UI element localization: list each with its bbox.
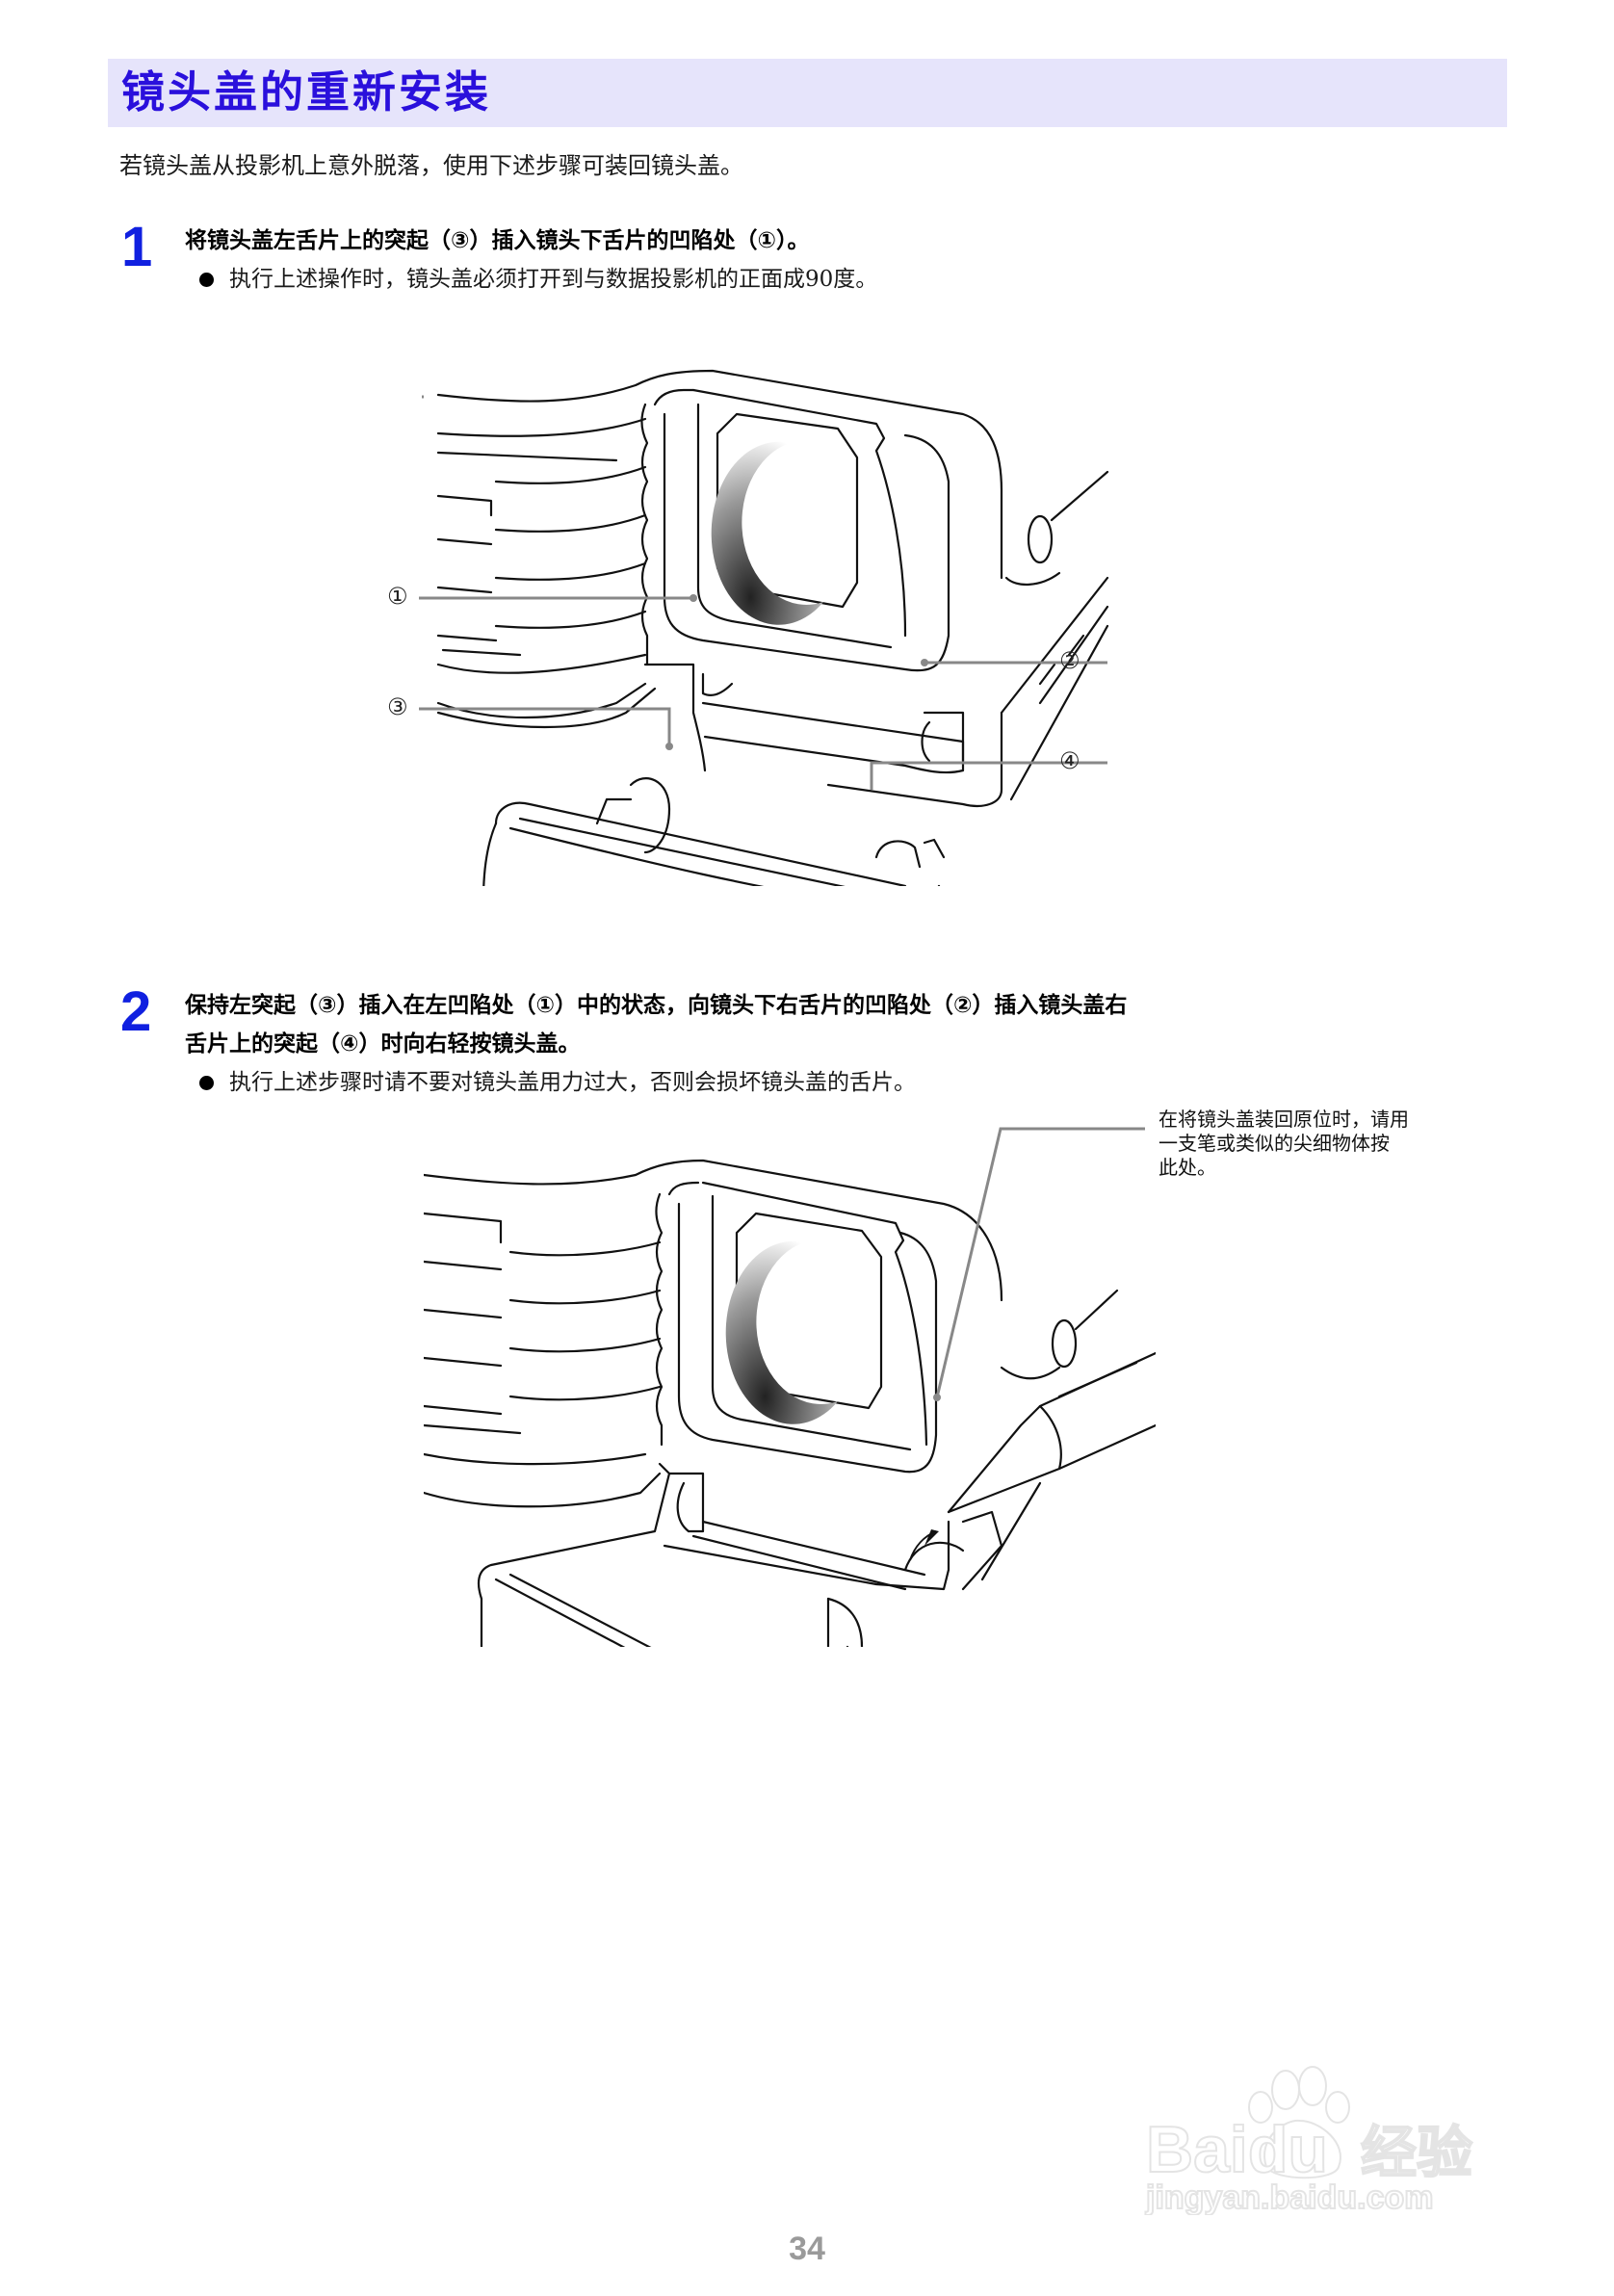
callout-label-4: ④ bbox=[1059, 747, 1080, 774]
watermark-brand: Baidu bbox=[1146, 2113, 1328, 2186]
bullet-icon bbox=[199, 272, 214, 287]
intro-paragraph: 若镜头盖从投影机上意外脱落，使用下述步骤可装回镜头盖。 bbox=[119, 152, 743, 179]
press-arrow-icon bbox=[924, 1529, 939, 1546]
step-2-number: 2 bbox=[120, 980, 152, 1043]
note-line-3: 此处。 bbox=[1158, 1156, 1216, 1179]
lens-icon bbox=[711, 441, 823, 625]
step-2-instruction-line-1: 保持左突起（③）插入在左凹陷处（①）中的状态，向镜头下右舌片的凹陷处（②）插入镜… bbox=[185, 993, 1128, 1018]
callout-label-2: ② bbox=[1059, 647, 1080, 674]
step-1-number: 1 bbox=[121, 216, 153, 278]
step-2-instruction-line-2: 舌片上的突起（④）时向右轻按镜头盖。 bbox=[185, 1031, 581, 1057]
figure-2-callout-line bbox=[933, 1127, 1145, 1401]
projector-illustration-2 bbox=[424, 1159, 1156, 1647]
lens-icon bbox=[725, 1240, 838, 1424]
step-1-bullet-text: 执行上述操作时，镜头盖必须打开到与数据投影机的正面成90度。 bbox=[229, 267, 878, 292]
watermark-url: jingyan.baidu.com bbox=[1145, 2179, 1433, 2215]
page-number: 34 bbox=[789, 2231, 825, 2267]
bullet-icon bbox=[199, 1075, 214, 1090]
press-arrow-curve bbox=[909, 1530, 937, 1561]
step-2-bullet: 执行上述步骤时请不要对镜头盖用力过大，否则会损坏镜头盖的舌片。 bbox=[199, 1067, 916, 1098]
step-1-instruction: 将镜头盖左舌片上的突起（③）插入镜头下舌片的凹陷处（①）。 bbox=[185, 228, 810, 253]
baidu-jingyan-watermark: Baidu 经验 jingyan.baidu.com bbox=[1141, 2051, 1517, 2217]
baidu-logo-icon: Baidu 经验 jingyan.baidu.com bbox=[1144, 2066, 1473, 2217]
callout-label-1: ① bbox=[387, 583, 408, 610]
note-line-1: 在将镜头盖装回原位时，请用 bbox=[1158, 1108, 1409, 1131]
figure-2-lens-cap-press-right bbox=[424, 1108, 1156, 1647]
figure-1-callout-lines bbox=[419, 594, 1107, 790]
step-1-bullet: 执行上述操作时，镜头盖必须打开到与数据投影机的正面成90度。 bbox=[199, 264, 877, 295]
projector-illustration-1 bbox=[422, 369, 1109, 886]
section-header-bar bbox=[108, 59, 1507, 127]
callout-label-3: ③ bbox=[387, 693, 408, 720]
figure-1-lens-cap-insert-left bbox=[366, 347, 1136, 886]
press-here-note: 在将镜头盖装回原位时，请用 一支笔或类似的尖细物体按 此处。 bbox=[1158, 1108, 1476, 1180]
page-title: 镜头盖的重新安装 bbox=[121, 66, 492, 117]
note-line-2: 一支笔或类似的尖细物体按 bbox=[1158, 1132, 1390, 1155]
watermark-brand-cn: 经验 bbox=[1361, 2122, 1472, 2184]
step-2-bullet-text: 执行上述步骤时请不要对镜头盖用力过大，否则会损坏镜头盖的舌片。 bbox=[229, 1070, 916, 1095]
